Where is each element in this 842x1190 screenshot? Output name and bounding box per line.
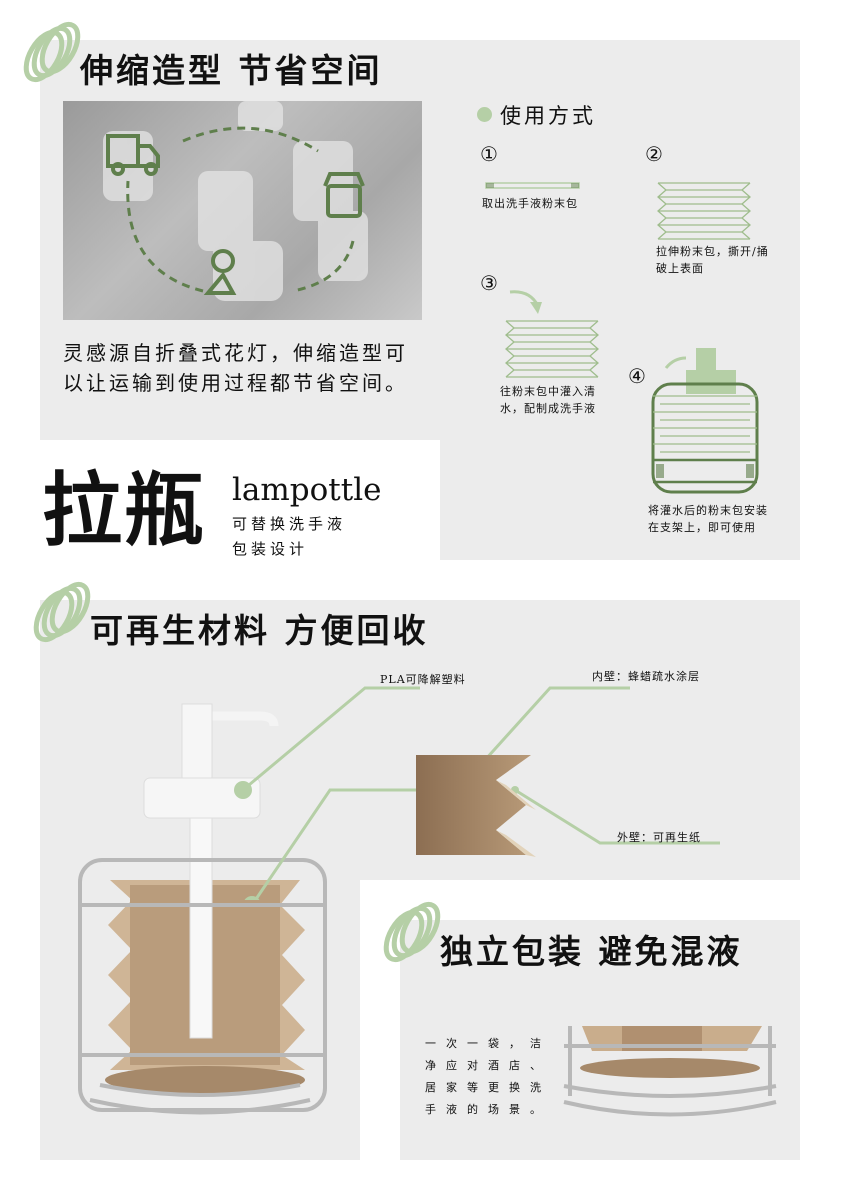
arrow-down-right-icon (509, 290, 542, 314)
section1-description: 灵感源自折叠式花灯，伸缩造型可以让运输到使用过程都节省空间。 (63, 341, 408, 395)
inner-wall-label: 内壁：蜂蜡疏水涂层 (592, 670, 700, 683)
callout-lines (234, 686, 720, 900)
brand-name-en: lampottle (232, 472, 382, 508)
rings-icon (23, 21, 81, 83)
usage-bullet-icon (477, 107, 492, 122)
usage-heading: 使用方式 (500, 104, 596, 128)
step-text: 将灌水后的粉末包安装在支架上，即可使用 (648, 504, 768, 534)
usage-panel (440, 40, 800, 560)
pla-label: PLA可降解塑料 (380, 673, 466, 686)
step-text: 往粉末包中灌入清水，配制成洗手液 (500, 385, 596, 415)
brand-title: 拉瓶 (42, 463, 206, 557)
step-number: ③ (480, 271, 498, 295)
step-number: ① (480, 142, 498, 166)
assembled-dispenser-icon (651, 348, 759, 494)
step-text: 取出洗手液粉末包 (482, 197, 578, 210)
brand-subtitle: 包装设计 (232, 540, 309, 558)
section-heading: 可再生材料 方便回收 (90, 611, 429, 650)
expanded-pouch-icon (657, 182, 751, 240)
section3-description: 一次一袋，洁净应对酒店、居家等更换洗手液的场景。 (425, 1037, 551, 1116)
step-number: ④ (628, 364, 646, 388)
rings-icon (383, 901, 441, 963)
brand-subtitle: 可替换洗手液 (232, 515, 347, 533)
section-heading: 伸缩造型 节省空间 (80, 51, 383, 90)
step-text: 拉伸粉末包，撕开/捅破上表面 (656, 245, 769, 275)
rings-icon (33, 581, 91, 643)
section-heading: 独立包装 避免混液 (440, 932, 743, 971)
expanded-pouch-icon (505, 320, 599, 378)
outer-wall-label: 外壁：可再生纸 (617, 831, 701, 844)
paper-wall-sample (416, 755, 536, 857)
flat-pouch-icon (485, 182, 580, 189)
packaging-closeup-photo (563, 1026, 777, 1117)
step-number: ② (645, 142, 663, 166)
lantern-photo (63, 101, 422, 320)
dispenser-illustration (78, 703, 327, 1115)
